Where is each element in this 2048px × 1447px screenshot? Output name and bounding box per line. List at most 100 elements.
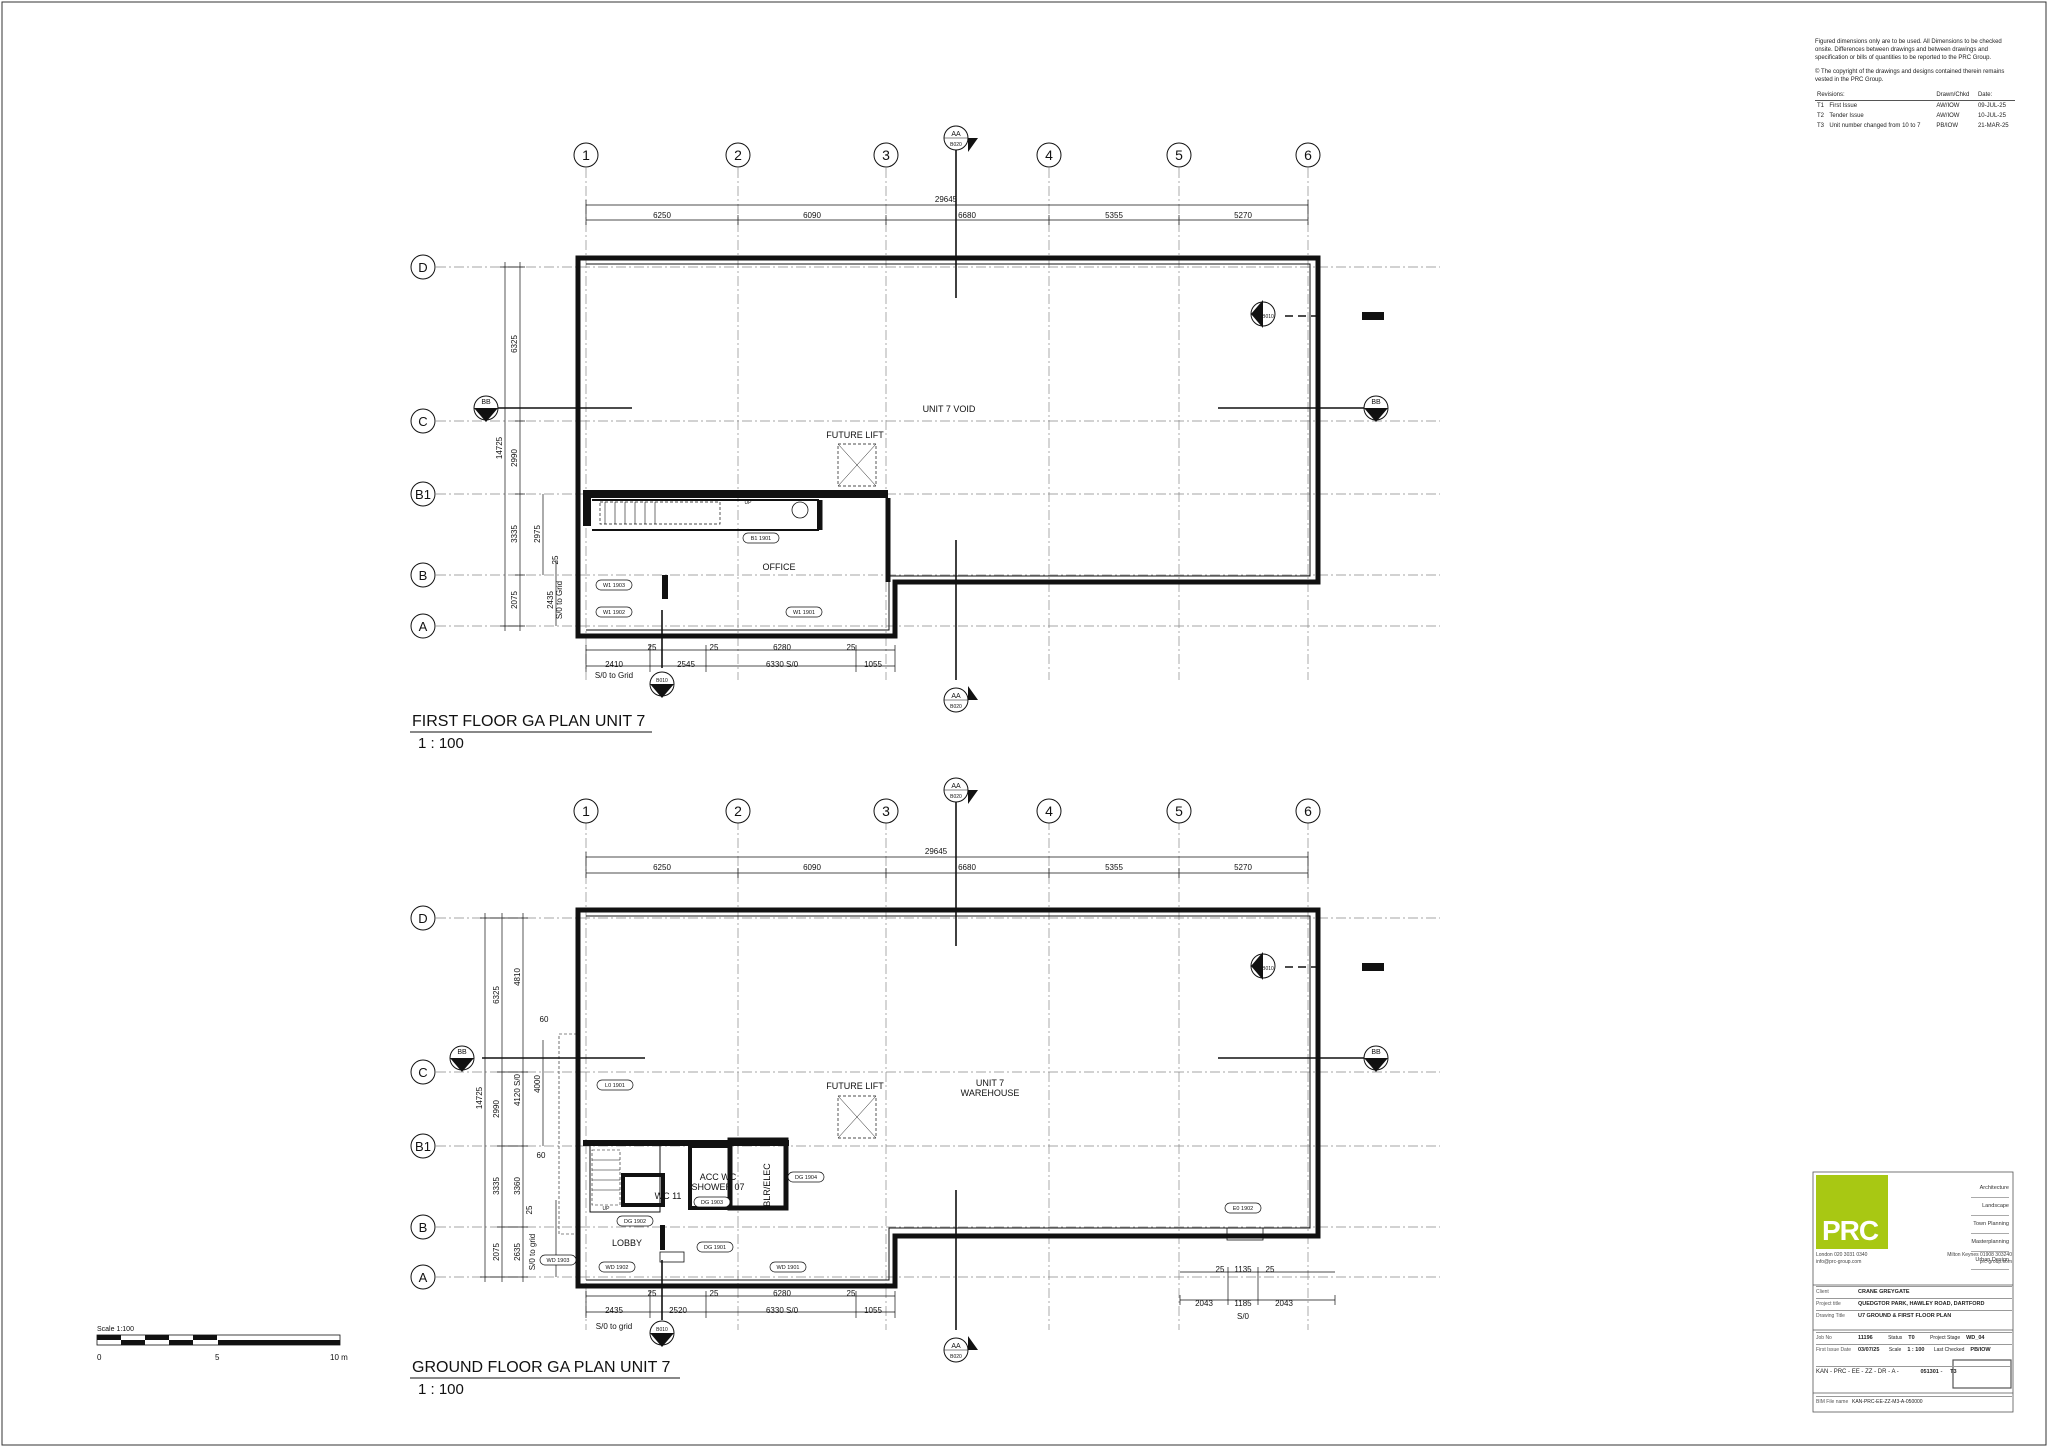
dimension-note: Figured dimensions only are to be used. … <box>1815 39 2002 61</box>
plan1-scale: 1 : 100 <box>418 735 464 752</box>
contact-info: London 020 3031 0340 Milton Keynes 01908… <box>1816 1252 2012 1266</box>
email-link[interactable]: info@prc-group.com <box>1816 1259 1862 1265</box>
grid-row-d: D <box>418 260 427 275</box>
dim-b-5: 25 <box>847 1289 856 1298</box>
dim-b-6: 6330 S/0 <box>766 660 799 669</box>
element-tags: B1 1901 W1 1903 W1 1902 W1 1901 <box>595 532 823 618</box>
svg-text:B020: B020 <box>950 794 962 800</box>
svg-text:B010: B010 <box>1262 966 1274 972</box>
dim-v-1: 6325 <box>510 335 519 353</box>
svg-text:B020: B020 <box>1370 1060 1382 1066</box>
svg-text:1: 1 <box>1256 314 1260 320</box>
dimension-chain-bottom <box>585 1267 1336 1318</box>
web-link[interactable]: prc-group.com <box>1979 1259 2012 1265</box>
london-phone: London 020 3031 0340 <box>1816 1252 1868 1258</box>
row-bubbles <box>410 905 436 1290</box>
dim-v-3: 3335 <box>492 1177 501 1195</box>
dim-bay-3: 6680 <box>958 863 976 872</box>
dim-extra-4: 3360 <box>513 1177 522 1195</box>
svg-text:AA: AA <box>951 783 961 790</box>
dim-extra-1: 4810 <box>513 968 522 986</box>
dim-b-7: 1055 <box>864 1306 882 1315</box>
dim-door-2: 1135 <box>1234 1265 1252 1274</box>
grid-lines <box>436 168 1440 680</box>
grid-row-c: C <box>418 1065 427 1080</box>
svg-text:BB: BB <box>1371 399 1381 406</box>
dim-b-1: 2435 <box>605 1306 623 1315</box>
svg-text:E0 1902: E0 1902 <box>1233 1206 1254 1212</box>
grid-col-2: 2 <box>734 803 742 819</box>
svg-text:B1 1901: B1 1901 <box>751 536 772 542</box>
dim-v-1: 6325 <box>492 986 501 1004</box>
dim-extra-3: 4000 <box>533 1075 542 1093</box>
section-markers: AA B020 AA B020 BB B020 BB B020 <box>449 777 1389 1363</box>
room-warehouse-2: WAREHOUSE <box>961 1088 1020 1098</box>
stair-up-label: UP <box>603 1206 611 1212</box>
prc-logo: PRC <box>1816 1175 1888 1249</box>
first-floor-plan: 1 2 3 4 5 6 D C B1 B A 29645 <box>410 125 1440 752</box>
svg-text:BB: BB <box>457 1049 467 1056</box>
svg-text:3: 3 <box>660 691 664 697</box>
dimension-chain-left <box>500 262 557 631</box>
scale-bar: Scale 1:100 0 5 10 m <box>96 1326 348 1362</box>
svg-text:W1 1901: W1 1901 <box>793 610 815 616</box>
dim-extra-8: 60 <box>537 1151 546 1160</box>
dim-b-4: 6280 <box>773 1289 791 1298</box>
dim-bay-2: 6090 <box>803 863 821 872</box>
svg-text:W1 1903: W1 1903 <box>603 583 625 589</box>
svg-text:DG 1902: DG 1902 <box>624 1219 646 1225</box>
dim-door-6: 2043 <box>1275 1299 1293 1308</box>
grid-col-5: 5 <box>1175 147 1183 163</box>
grid-col-6: 6 <box>1304 803 1312 819</box>
dim-extra-2: 4120 S/0 <box>513 1073 522 1106</box>
svg-text:B020: B020 <box>950 704 962 710</box>
svg-text:L0 1901: L0 1901 <box>605 1083 625 1089</box>
svg-text:B020: B020 <box>950 1354 962 1360</box>
dim-extra-6: S/0 to grid <box>528 1234 537 1270</box>
grid-col-4: 4 <box>1045 803 1053 819</box>
grid-row-b1: B1 <box>415 487 431 502</box>
dim-bay-3: 6680 <box>958 211 976 220</box>
room-future-lift: FUTURE LIFT <box>826 1081 884 1091</box>
dim-v-3: 3335 <box>510 525 519 543</box>
grid-col-1: 1 <box>582 147 590 163</box>
dim-b-8: S/0 to Grid <box>595 671 633 680</box>
section-lines <box>482 150 1384 680</box>
dim-b-1: 2410 <box>605 660 623 669</box>
grid-row-a: A <box>419 1270 428 1285</box>
column-bubbles <box>573 142 1321 168</box>
dim-b-8: S/0 to grid <box>596 1322 632 1331</box>
dim-v-4: 2075 <box>492 1243 501 1261</box>
svg-text:1: 1 <box>1256 966 1260 972</box>
grid-row-a: A <box>419 619 428 634</box>
titleblock-frame <box>1812 1171 2014 1413</box>
service-item: Town Planning <box>1971 1216 2009 1234</box>
scale-label-0: 0 <box>97 1353 102 1362</box>
scale-bar-title: Scale 1:100 <box>97 1326 134 1333</box>
svg-text:B010: B010 <box>656 678 668 684</box>
grid-row-d: D <box>418 911 427 926</box>
dim-vertical-total: 14725 <box>495 436 504 459</box>
svg-text:B020: B020 <box>456 1060 468 1066</box>
notes-panel: Figured dimensions only are to be used. … <box>1815 38 2015 131</box>
column-bubbles <box>573 798 1321 824</box>
detail-callout-3: B010 3 <box>649 671 675 698</box>
dim-b-9: 25 <box>648 643 657 652</box>
room-acc-wc: ACC WC <box>700 1172 737 1182</box>
detail-callout-1: 1 B010 <box>1250 952 1276 980</box>
svg-text:AA: AA <box>951 131 961 138</box>
service-item: Landscape <box>1971 1198 2009 1216</box>
dim-b-9: 25 <box>648 1289 657 1298</box>
dim-bay-1: 6250 <box>653 211 671 220</box>
detail-callout-3: B010 3 <box>649 1320 675 1347</box>
section-bb-left: BB B020 <box>473 395 499 422</box>
svg-text:3: 3 <box>660 1340 664 1346</box>
service-item: Masterplanning <box>1971 1234 2009 1252</box>
copyright-note: © The copyright of the drawings and desi… <box>1815 69 2005 83</box>
drawing-number-row: KAN - PRC - EE - ZZ - DR - A - 051301 - … <box>1816 1366 2012 1375</box>
dim-b-6: 6330 S/0 <box>766 1306 799 1315</box>
